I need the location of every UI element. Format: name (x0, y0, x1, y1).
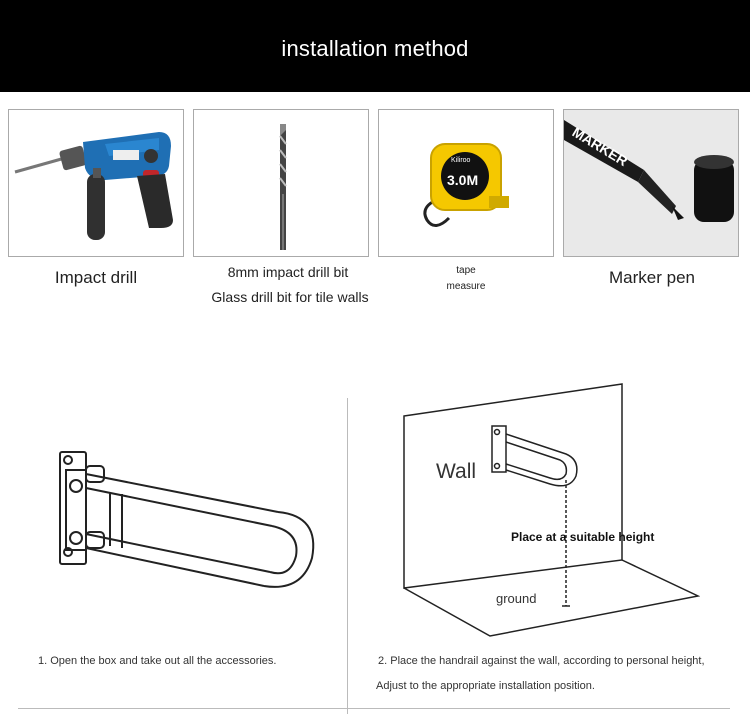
tool-label-glass-bit: Glass drill bit for tile walls (211, 289, 369, 305)
wall-label: Wall (436, 460, 477, 483)
drill-bit-image (193, 109, 369, 257)
wall-installation-diagram (403, 383, 700, 637)
step-2-text-line-1: 2. Place the handrail against the wall, … (378, 655, 705, 667)
tape-brand-text: Kiliroo (451, 157, 471, 164)
step-2-text-line-2: Adjust to the appropriate installation p… (376, 680, 595, 692)
height-label: Place at a suitable height (511, 530, 655, 544)
bottom-divider (18, 708, 730, 709)
impact-drill-icon (14, 132, 173, 240)
step-1-text: 1. Open the box and take out all the acc… (38, 655, 277, 667)
vertical-divider (347, 398, 348, 714)
tape-measure-image: Kiliroo 3.0M (378, 109, 554, 257)
header-banner: installation method (0, 0, 750, 92)
tool-label-impact-drill: Impact drill (54, 268, 138, 287)
page-title: installation method (281, 36, 469, 61)
marker-pen-image: MARKER (563, 109, 739, 257)
tape-measure-icon: Kiliroo 3.0M (423, 143, 509, 227)
tool-label-marker: Marker pen (609, 268, 695, 287)
handrail-illustration (59, 451, 315, 588)
impact-drill-image (8, 109, 184, 257)
drill-bit-icon (279, 124, 287, 250)
marker-pen-icon: MARKER (564, 120, 734, 222)
tape-size-text: 3.0M (447, 172, 478, 188)
tool-label-measure: measure (446, 281, 486, 292)
tool-label-drill-bit: 8mm impact drill bit (227, 264, 349, 280)
tool-label-tape: tape (456, 265, 476, 276)
ground-label: ground (496, 591, 537, 606)
